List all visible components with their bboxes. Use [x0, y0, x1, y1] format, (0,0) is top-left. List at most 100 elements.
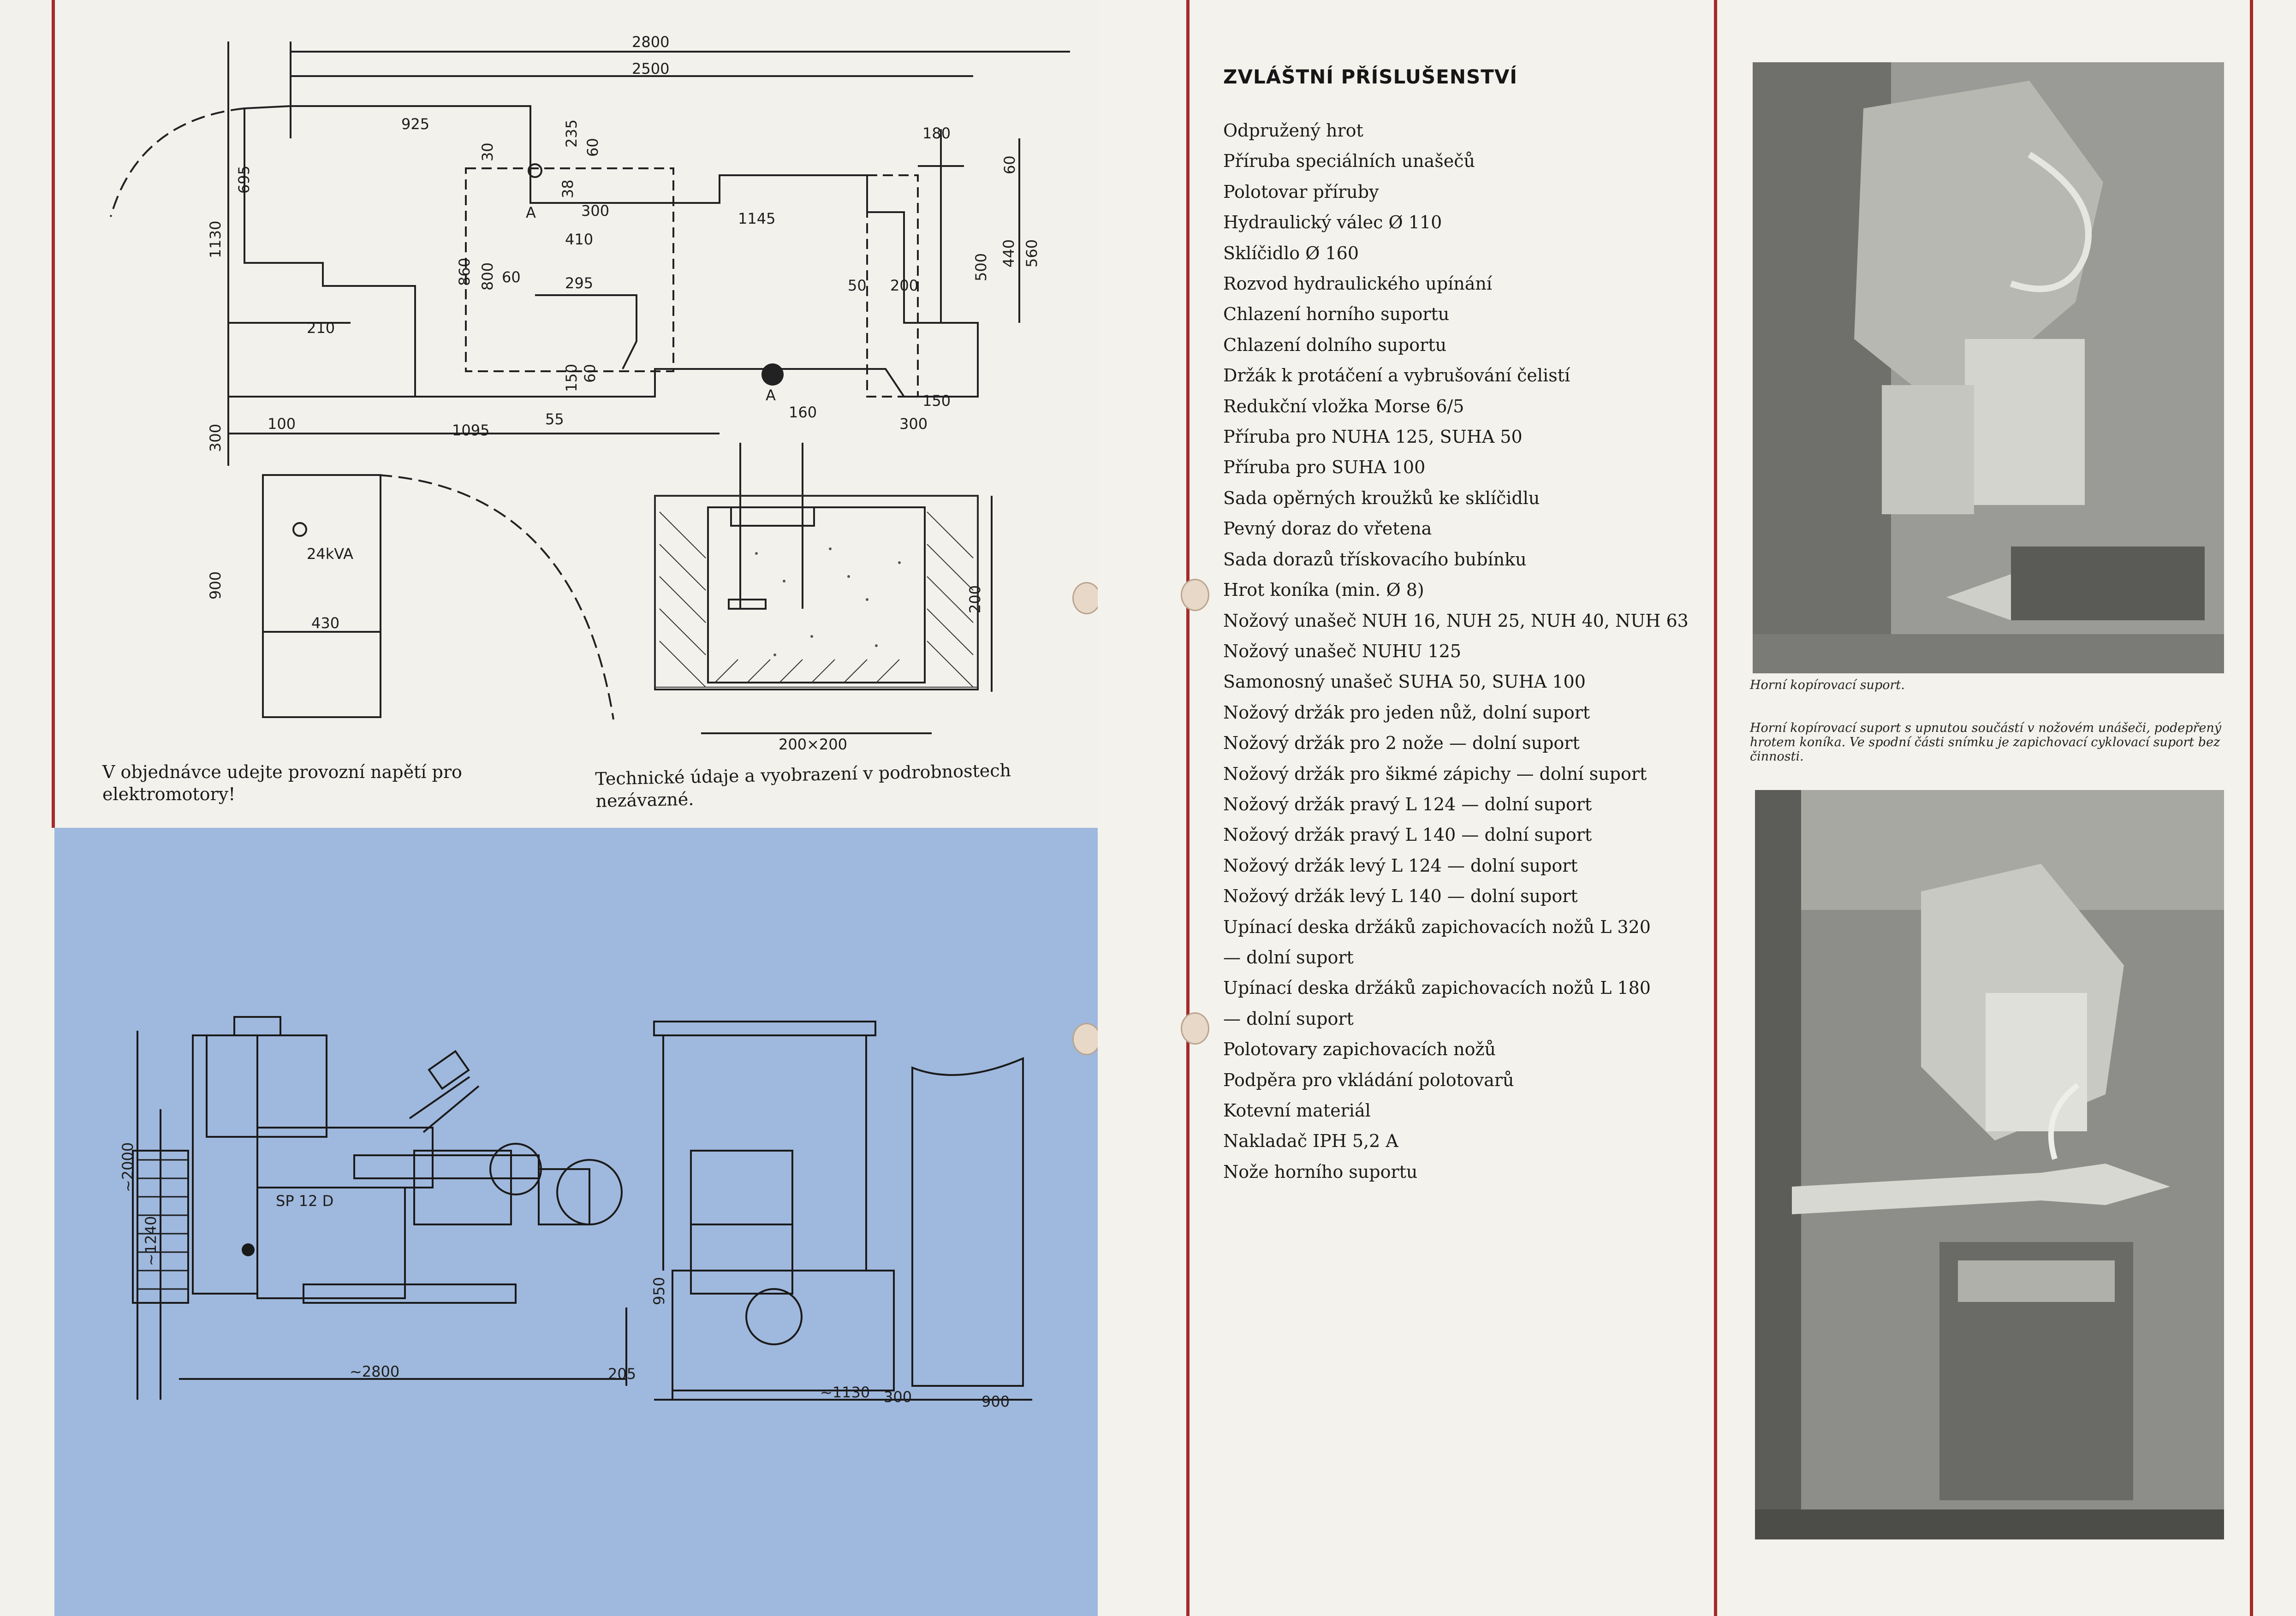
left-red-rule — [52, 0, 55, 828]
accessory-item: Nožový držák levý L 124 — dolní suport — [1223, 855, 1578, 876]
dim-label: 235 — [563, 119, 580, 148]
accessory-item: Redukční vložka Morse 6/5 — [1223, 396, 1464, 416]
dim-label: 410 — [565, 231, 593, 248]
dim-label: 160 — [789, 404, 817, 421]
dim-label: 440 — [1000, 239, 1017, 267]
dim-label: 150 — [922, 392, 951, 410]
machine-drawing-panel: SP 12 D ~2000 ~1240 ~2800 205 950 ~1130 … — [54, 828, 1098, 1616]
machine-dim: ~1130 — [820, 1384, 870, 1401]
dim-label: 800 — [479, 262, 496, 291]
accessory-item: Upínací deska držáků zapichovacích nožů … — [1223, 978, 1651, 998]
photo-caption-bottom: Horní kopírovací suport s upnutou součás… — [1750, 721, 2222, 764]
accessories-list: Odpružený hrot Příruba speciálních unaše… — [1223, 115, 1689, 1187]
accessory-item: Polotovar příruby — [1223, 181, 1379, 202]
dim-label: 200 — [890, 277, 918, 294]
accessory-item: Nožový držák pro jeden nůž, dolní suport — [1223, 702, 1590, 723]
machine-dim: 300 — [884, 1388, 912, 1406]
accessory-item: Nožový držák pravý L 124 — dolní suport — [1223, 794, 1592, 814]
punch-hole — [1072, 1023, 1101, 1055]
photo-caption-top: Horní kopírovací suport. — [1750, 678, 1905, 692]
punch-hole — [1181, 579, 1209, 611]
dim-label: 300 — [899, 415, 928, 433]
accessory-item: — dolní suport — [1223, 947, 1354, 968]
dim-label: 900 — [207, 571, 224, 600]
dim-label: 695 — [235, 166, 253, 194]
accessory-item: — dolní suport — [1223, 1008, 1354, 1029]
accessory-item: Sklíčidlo Ø 160 — [1223, 243, 1359, 263]
accessory-item: Kotevní materiál — [1223, 1100, 1371, 1121]
accessory-item: Příruba speciálních unašečů — [1223, 151, 1475, 172]
machine-dim: 900 — [981, 1393, 1010, 1410]
dim-label: 210 — [307, 319, 335, 337]
accessory-item: Hydraulický válec Ø 110 — [1223, 212, 1442, 233]
accessory-item: Podpěra pro vkládání polotovarů — [1223, 1069, 1514, 1090]
dim-label: 60 — [584, 138, 601, 157]
dim-label: 100 — [268, 415, 296, 433]
dim-label: 2500 — [632, 60, 669, 77]
accessory-item: Chlazení dolního suportu — [1223, 334, 1447, 355]
dim-label: 500 — [972, 253, 990, 281]
machine-dim: ~1240 — [142, 1216, 160, 1266]
accessories-left-rule — [1186, 0, 1190, 1616]
dim-label: 24kVA — [307, 545, 353, 563]
accessory-item: Příruba pro SUHA 100 — [1223, 457, 1426, 478]
accessory-item: Nožový držák pravý L 140 — dolní suport — [1223, 825, 1592, 845]
accessory-item: Upínací deska držáků zapichovacích nožů … — [1223, 916, 1651, 937]
dim-label: 300 — [207, 424, 224, 452]
machine-dim: ~2000 — [119, 1142, 137, 1192]
accessory-item: Rozvod hydraulického upínání — [1223, 273, 1493, 294]
accessory-item: Držák k protáčení a vybrušování čelistí — [1223, 365, 1570, 386]
photo-upper-copying-support — [1753, 62, 2224, 673]
accessory-item: Nakladač IPH 5,2 A — [1223, 1131, 1398, 1152]
dim-label: 60 — [502, 268, 521, 286]
dim-label: 38 — [559, 179, 577, 198]
dim-label: 200 — [966, 585, 984, 613]
section-label: A — [766, 386, 776, 404]
dim-label: 50 — [848, 277, 867, 294]
accessory-item: Nožový unašeč NUH 16, NUH 25, NUH 40, NU… — [1223, 610, 1689, 631]
punch-hole — [1181, 1012, 1209, 1045]
accessory-item: Pevný doraz do vřetena — [1223, 518, 1432, 539]
accessory-item: Nožový držák levý L 140 — dolní suport — [1223, 886, 1578, 907]
accessories-heading: ZVLÁŠTNÍ PŘÍSLUŠENSTVÍ — [1223, 65, 1518, 88]
accessory-item: Nožový držák pro šikmé zápichy — dolní s… — [1223, 763, 1647, 784]
machine-dim: ~2800 — [350, 1363, 399, 1380]
dim-label: 55 — [545, 410, 564, 428]
punch-hole — [1072, 582, 1101, 614]
dim-label: 60 — [1001, 155, 1018, 174]
photo-copying-support-with-part — [1755, 790, 2224, 1539]
accessory-item: Chlazení horního suportu — [1223, 304, 1450, 325]
accessories-right-rule — [1714, 0, 1717, 1616]
accessory-item: Polotovary zapichovacích nožů — [1223, 1039, 1496, 1060]
accessory-item: Nožový držák pro 2 nože — dolní suport — [1223, 733, 1580, 754]
dim-label: 1095 — [452, 422, 489, 439]
machine-elevation-drawing: SP 12 D ~2000 ~1240 ~2800 205 950 ~1130 … — [119, 1016, 1032, 1410]
accessory-item: Nožový unašeč NUHU 125 — [1223, 641, 1462, 661]
accessory-item: Příruba pro NUHA 125, SUHA 50 — [1223, 427, 1523, 447]
accessory-item: Samonosný unašeč SUHA 50, SUHA 100 — [1223, 671, 1586, 692]
machine-dim: 205 — [608, 1365, 636, 1383]
machine-dim: 950 — [650, 1277, 668, 1305]
dim-label: 1145 — [738, 210, 775, 227]
accessory-item: Sada dorazů třískovacího bubínku — [1223, 549, 1527, 570]
dim-label: 925 — [401, 115, 429, 133]
accessory-item: Sada opěrných kroužků ke sklíčidlu — [1223, 487, 1540, 508]
floor-plan-drawing: 2800 2500 925 695 1130 235 30 60 38 180 … — [110, 33, 1070, 753]
note-electric-voltage: V objednávce udejte provozní napětí pro … — [102, 762, 462, 804]
dim-label: 180 — [922, 125, 951, 142]
dim-label: 860 — [456, 258, 473, 286]
page-right-rule — [2250, 0, 2253, 1616]
dim-label: 295 — [565, 274, 593, 292]
accessory-item: Odpružený hrot — [1223, 120, 1363, 141]
dim-label: 30 — [479, 143, 496, 161]
accessory-item: Nože horního suportu — [1223, 1161, 1418, 1182]
dim-label: 60 — [581, 364, 599, 383]
machine-model-label: SP 12 D — [276, 1192, 333, 1210]
dim-label: 300 — [581, 202, 609, 220]
note-non-binding: Technické údaje a vyobrazení v podrobnos… — [595, 760, 1011, 811]
dim-label: 560 — [1023, 239, 1041, 267]
dim-label: 2800 — [632, 33, 669, 51]
dim-label: 1130 — [207, 221, 224, 258]
accessory-item: Hrot koníka (min. Ø 8) — [1223, 580, 1424, 600]
dim-label: 150 — [563, 364, 580, 392]
